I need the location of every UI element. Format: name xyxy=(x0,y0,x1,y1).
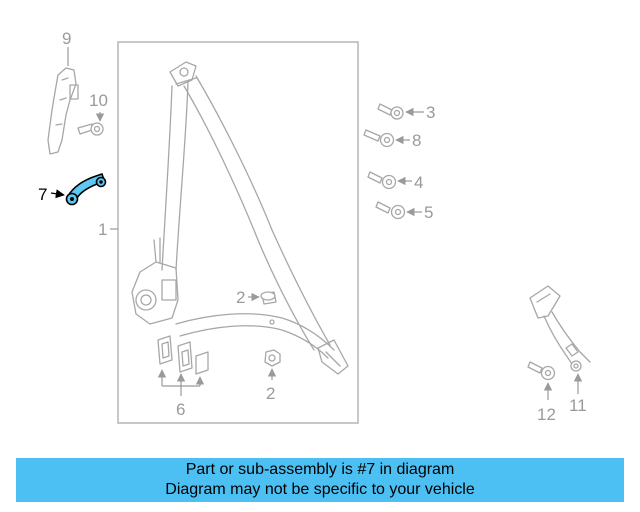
part-3-bolt[interactable] xyxy=(377,103,404,120)
part-2-nut-lower[interactable] xyxy=(264,349,281,367)
callout-6[interactable]: 6 xyxy=(176,400,185,419)
callout-2b[interactable]: 2 xyxy=(266,384,275,403)
callout-8[interactable]: 8 xyxy=(412,131,421,150)
callout-7[interactable]: 7 xyxy=(38,185,47,204)
part-7-guide-bracket[interactable] xyxy=(65,173,107,206)
callout-3[interactable]: 3 xyxy=(426,103,435,122)
part-2-cap-upper[interactable] xyxy=(260,291,277,305)
callout-4[interactable]: 4 xyxy=(414,173,423,192)
banner-line-1: Part or sub-assembly is #7 in diagram xyxy=(185,461,455,478)
callout-11[interactable]: 11 xyxy=(569,396,587,415)
assembly-frame xyxy=(117,41,359,424)
part-8-bolt[interactable] xyxy=(363,129,395,148)
leader-6 xyxy=(157,369,205,396)
callout-12[interactable]: 12 xyxy=(537,405,556,424)
part-11-buckle[interactable] xyxy=(529,285,591,372)
callout-1[interactable]: 1 xyxy=(98,220,107,239)
part-6-covers[interactable] xyxy=(157,335,209,375)
parts-diagram: 9 10 7 xyxy=(38,29,591,424)
callout-9[interactable]: 9 xyxy=(62,29,71,48)
part-12-bolt[interactable] xyxy=(527,361,556,381)
part-9-pillar-guide[interactable] xyxy=(47,67,79,155)
part-4-bolt[interactable] xyxy=(367,171,397,190)
callout-2a[interactable]: 2 xyxy=(236,288,245,307)
leader-7 xyxy=(50,189,65,199)
callout-10[interactable]: 10 xyxy=(89,91,108,110)
part-1-seat-belt[interactable] xyxy=(131,61,349,375)
banner-line-2: Diagram may not be specific to your vehi… xyxy=(165,481,475,498)
callout-5[interactable]: 5 xyxy=(424,203,433,222)
info-banner: Part or sub-assembly is #7 in diagram Di… xyxy=(16,458,624,502)
part-5-bolt[interactable] xyxy=(375,201,406,220)
part-10-bolt[interactable] xyxy=(77,122,104,136)
